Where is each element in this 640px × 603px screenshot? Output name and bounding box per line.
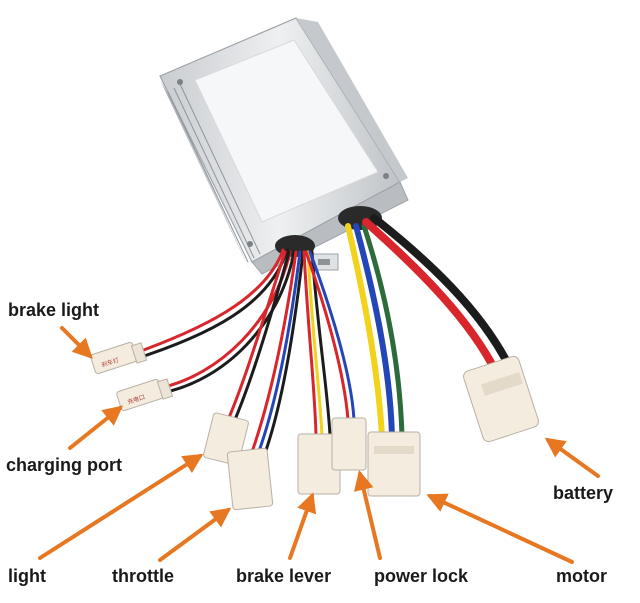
arrow-battery: [544, 437, 600, 478]
controller-housing: [159, 17, 409, 275]
label-throttle: throttle: [112, 566, 174, 586]
charging-port-connector: 充电口: [116, 378, 174, 412]
arrow-motor: [426, 493, 574, 564]
connectors: 刹车灯 充电口: [90, 341, 539, 511]
label-power-lock: power lock: [374, 566, 469, 586]
power-lock-connector: [331, 417, 367, 471]
label-charging-port: charging port: [6, 455, 122, 475]
brake-light-connector: 刹车灯: [90, 341, 148, 375]
arrow-brake-lever: [288, 492, 317, 560]
label-motor: motor: [556, 566, 607, 586]
wire-bundle: [128, 214, 512, 458]
motor-connector: [367, 431, 421, 497]
label-battery: battery: [553, 483, 614, 503]
throttle-connector: [226, 447, 274, 511]
arrow-light: [38, 453, 204, 560]
pointer-arrows: [38, 326, 600, 564]
battery-connector: [463, 355, 539, 443]
arrow-charging-port: [68, 405, 124, 450]
label-brake-lever: brake lever: [236, 566, 332, 586]
motor-connector-ridge: [374, 446, 414, 454]
battery-connector-ridge: [481, 372, 523, 396]
arrow-brake-light: [60, 326, 93, 359]
arrow-power-lock: [353, 470, 382, 560]
label-brake-light: brake light: [8, 300, 100, 320]
arrow-throttle: [158, 507, 232, 562]
label-light: light: [8, 566, 46, 586]
